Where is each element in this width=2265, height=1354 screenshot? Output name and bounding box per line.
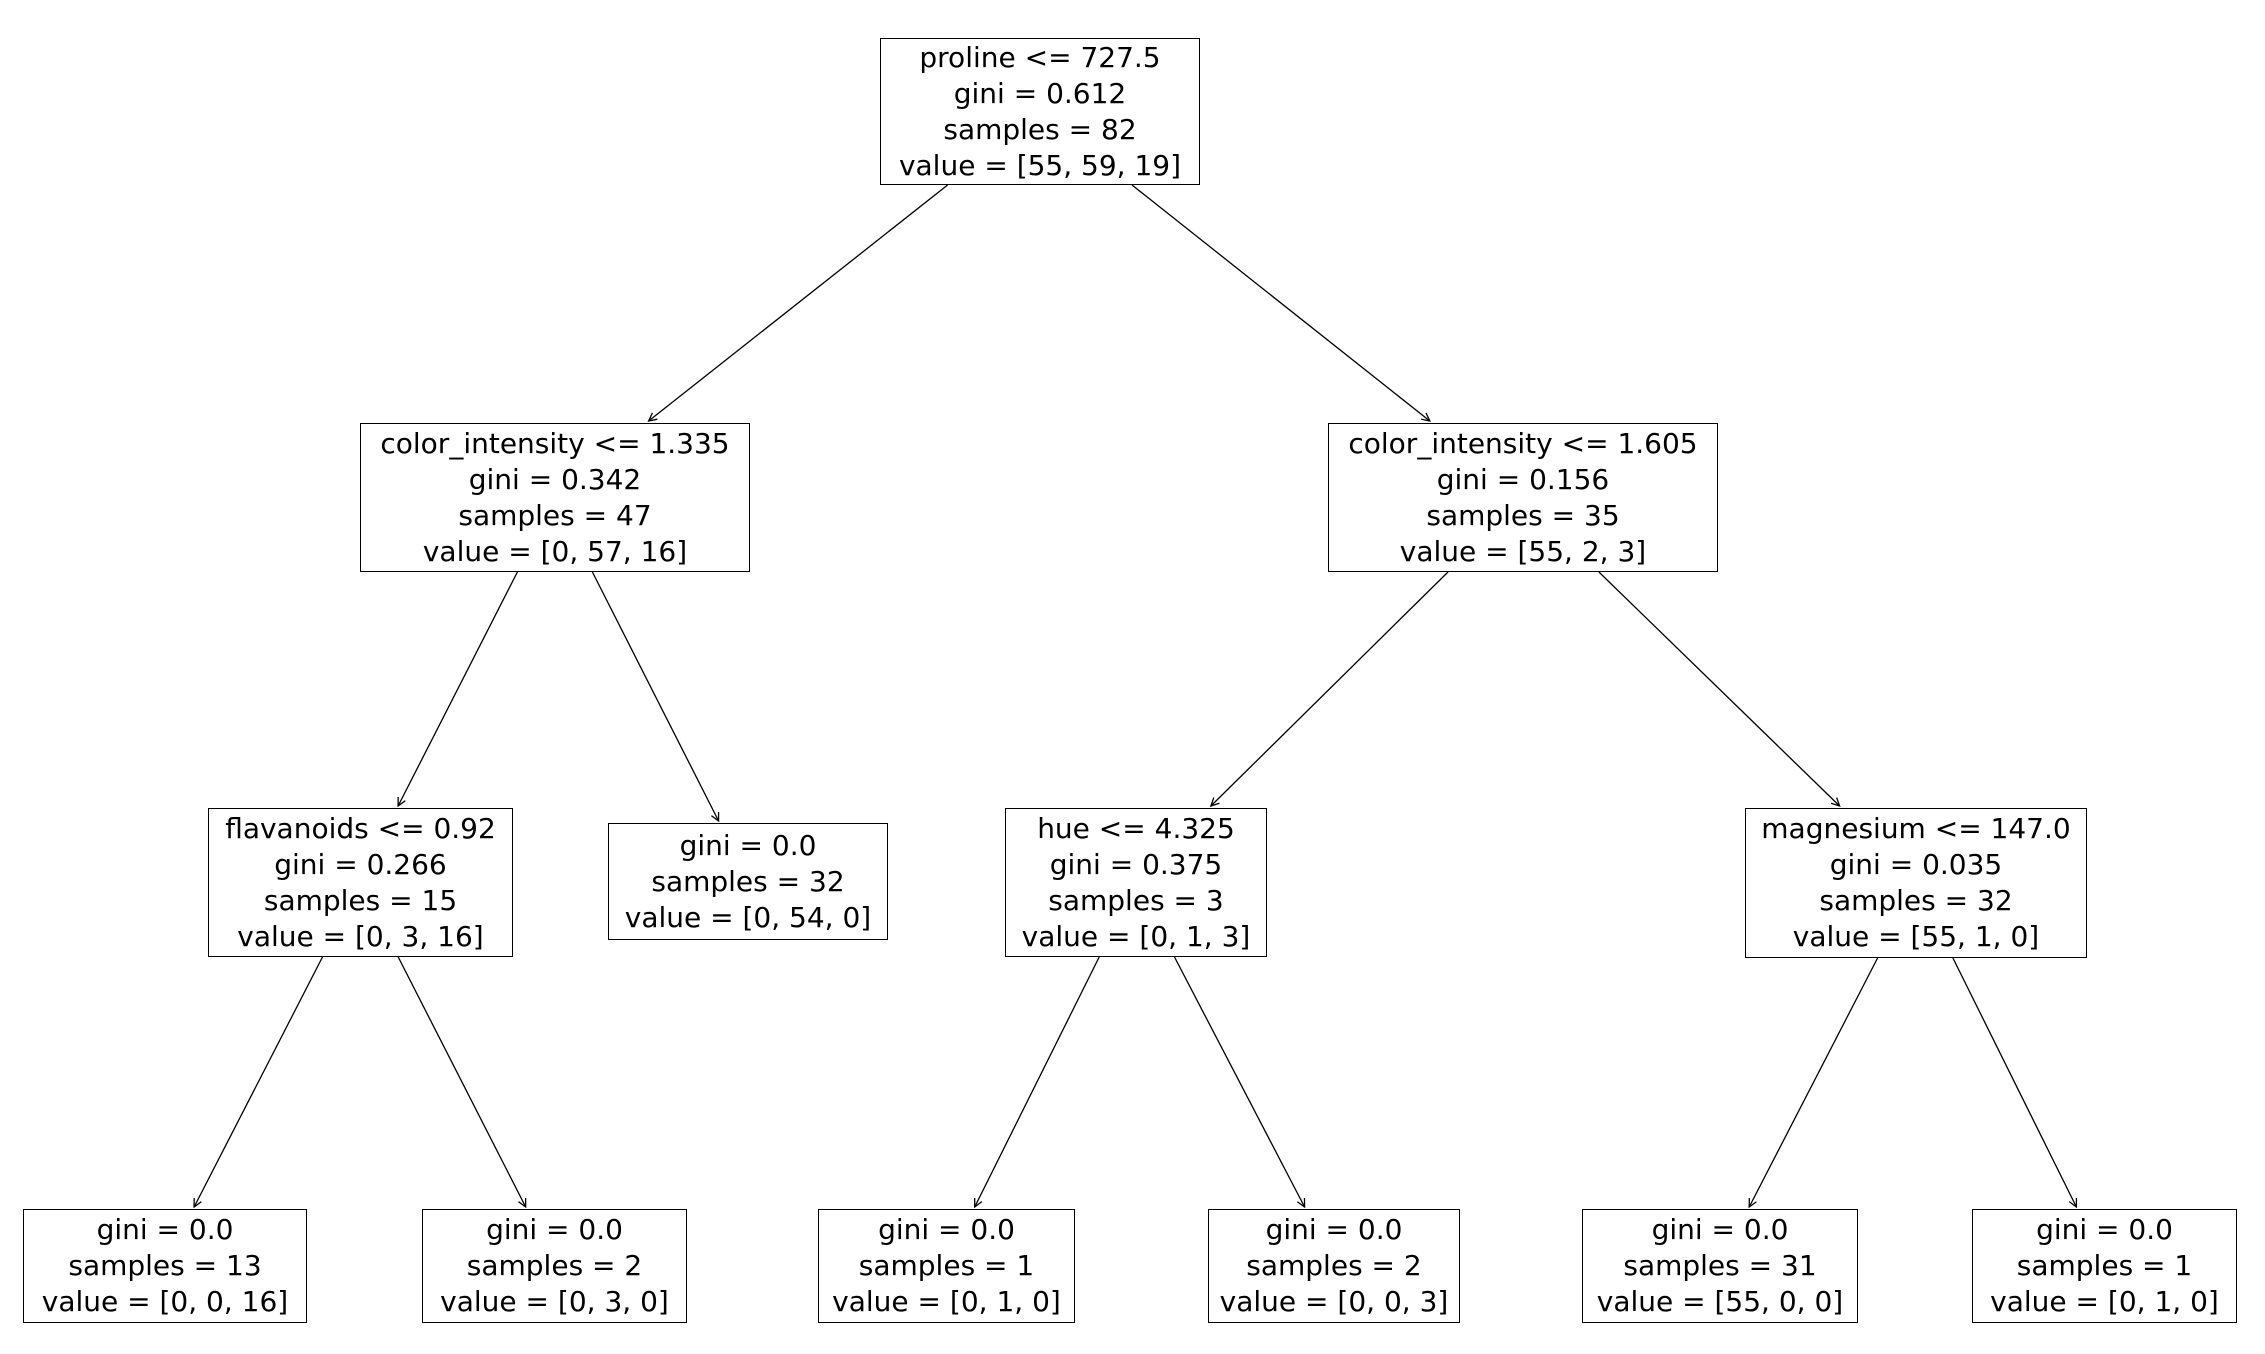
node-color-intensity-left: color_intensity <= 1.335 gini = 0.342 sa… [360, 423, 750, 572]
edge-flavanoids-to-leaf-0-3-0 [397, 956, 527, 1209]
node-samples: samples = 2 [1246, 1249, 1422, 1282]
edge-hue-to-leaf-0-0-3 [1173, 956, 1306, 1209]
node-samples: samples = 47 [458, 498, 652, 532]
node-gini: gini = 0.0 [2036, 1213, 2173, 1246]
node-samples: samples = 32 [1819, 884, 2013, 917]
edge-root-to-left [647, 184, 949, 422]
node-gini: gini = 0.612 [953, 76, 1127, 110]
leaf-node-0-1-0-right: gini = 0.0 samples = 1 value = [0, 1, 0] [1972, 1209, 2237, 1323]
node-gini: gini = 0.0 [486, 1213, 623, 1246]
node-samples: samples = 13 [68, 1249, 262, 1282]
node-split-rule: proline <= 727.5 [919, 40, 1161, 74]
node-value: value = [0, 1, 0] [1990, 1285, 2219, 1318]
node-value: value = [55, 2, 3] [1399, 534, 1647, 568]
node-gini: gini = 0.0 [1265, 1213, 1403, 1246]
node-split-rule: color_intensity <= 1.335 [380, 426, 730, 460]
node-gini: gini = 0.0 [1651, 1213, 1789, 1246]
node-hue: hue <= 4.325 gini = 0.375 samples = 3 va… [1005, 808, 1267, 957]
node-samples: samples = 2 [466, 1249, 643, 1282]
leaf-node-0-1-0-left: gini = 0.0 samples = 1 value = [0, 1, 0] [818, 1209, 1075, 1323]
node-gini: gini = 0.156 [1436, 462, 1610, 496]
node-value: value = [0, 57, 16] [422, 534, 688, 568]
leaf-node-0-54-0: gini = 0.0 samples = 32 value = [0, 54, … [608, 823, 888, 940]
edge-magnesium-to-leaf-0-1-0 [1952, 957, 2078, 1209]
node-samples: samples = 32 [651, 864, 845, 898]
node-gini: gini = 0.266 [274, 847, 447, 881]
edge-left-to-leaf-0-54-0 [591, 571, 720, 823]
node-value: value = [0, 1, 3] [1021, 919, 1251, 953]
node-gini: gini = 0.0 [96, 1213, 234, 1246]
node-value: value = [55, 0, 0] [1596, 1285, 1844, 1318]
node-samples: samples = 15 [263, 883, 458, 917]
node-samples: samples = 1 [2016, 1249, 2193, 1282]
leaf-node-0-0-3: gini = 0.0 samples = 2 value = [0, 0, 3] [1208, 1209, 1460, 1323]
node-samples: samples = 1 [858, 1249, 1035, 1282]
node-gini: gini = 0.0 [878, 1213, 1015, 1246]
node-magnesium: magnesium <= 147.0 gini = 0.035 samples … [1745, 808, 2087, 958]
node-samples: samples = 3 [1048, 883, 1224, 917]
node-value: value = [0, 0, 3] [1219, 1285, 1449, 1318]
edge-hue-to-leaf-0-1-0 [974, 956, 1100, 1209]
node-samples: samples = 82 [943, 112, 1137, 146]
edge-flavanoids-to-leaf-0-0-16 [193, 956, 324, 1209]
node-value: value = [0, 3, 16] [237, 919, 484, 953]
node-flavanoids: flavanoids <= 0.92 gini = 0.266 samples … [208, 808, 513, 957]
leaf-node-55-0-0: gini = 0.0 samples = 31 value = [55, 0, … [1582, 1209, 1858, 1323]
node-value: value = [0, 54, 0] [624, 900, 872, 934]
edge-root-to-right [1131, 184, 1431, 422]
node-value: value = [0, 0, 16] [41, 1285, 289, 1318]
node-gini: gini = 0.0 [679, 828, 817, 862]
node-split-rule: flavanoids <= 0.92 [225, 811, 496, 845]
leaf-node-0-0-16: gini = 0.0 samples = 13 value = [0, 0, 1… [23, 1209, 307, 1323]
node-split-rule: magnesium <= 147.0 [1761, 812, 2071, 845]
node-value: value = [0, 3, 0] [440, 1285, 669, 1318]
edge-magnesium-to-leaf-55-0-0 [1748, 957, 1879, 1209]
node-value: value = [55, 59, 19] [898, 148, 1182, 182]
node-value: value = [0, 1, 0] [832, 1285, 1061, 1318]
edge-left-to-flavanoids [397, 571, 518, 808]
node-value: value = [55, 1, 0] [1792, 920, 2040, 953]
node-split-rule: hue <= 4.325 [1037, 811, 1235, 845]
edge-right-to-magnesium [1598, 571, 1841, 808]
node-samples: samples = 31 [1623, 1249, 1817, 1282]
edge-right-to-hue [1209, 571, 1449, 808]
node-root-proline: proline <= 727.5 gini = 0.612 samples = … [880, 38, 1200, 185]
node-gini: gini = 0.375 [1049, 847, 1223, 881]
node-samples: samples = 35 [1426, 498, 1620, 532]
node-gini: gini = 0.035 [1829, 848, 2003, 881]
node-gini: gini = 0.342 [468, 462, 642, 496]
leaf-node-0-3-0: gini = 0.0 samples = 2 value = [0, 3, 0] [422, 1209, 687, 1323]
node-color-intensity-right: color_intensity <= 1.605 gini = 0.156 sa… [1328, 423, 1718, 572]
node-split-rule: color_intensity <= 1.605 [1348, 426, 1698, 460]
